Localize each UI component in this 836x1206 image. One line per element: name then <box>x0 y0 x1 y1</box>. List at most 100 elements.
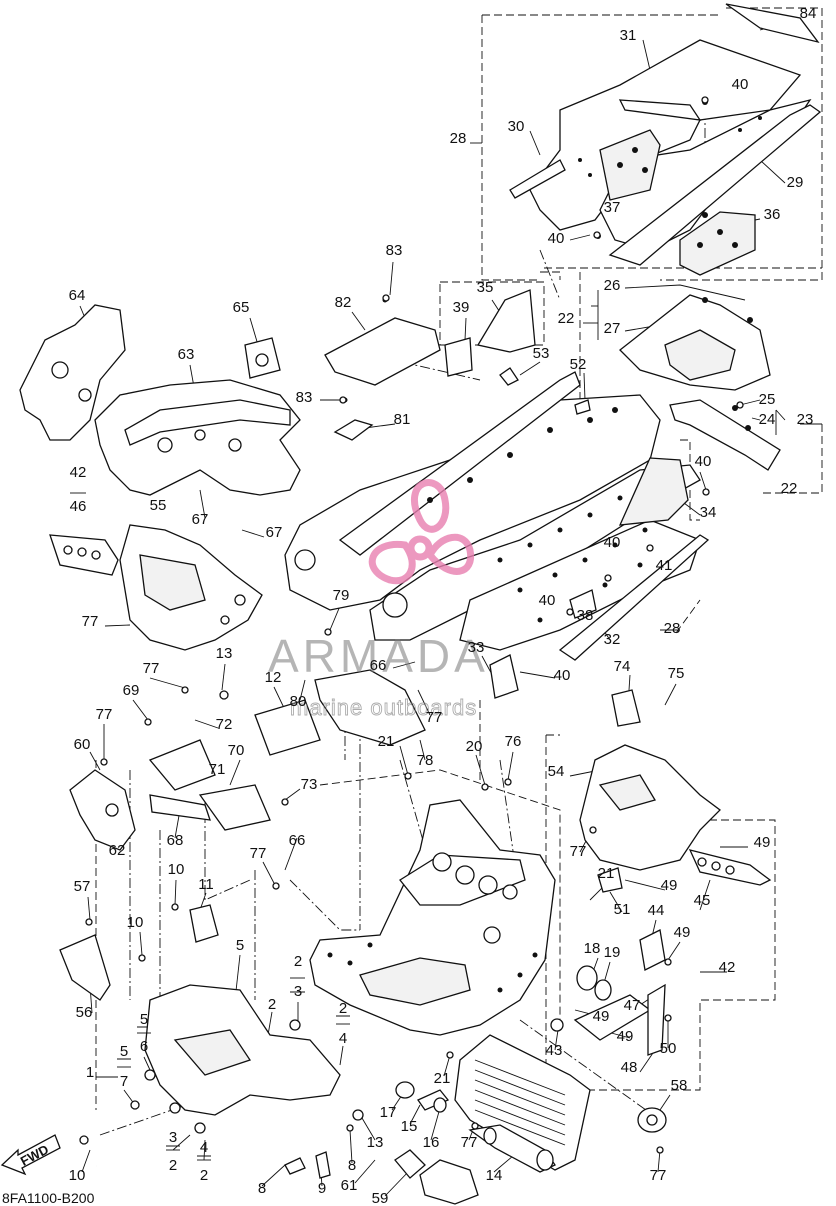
callout-label-31: 31 <box>620 27 637 44</box>
callout-label-40: 40 <box>732 76 749 93</box>
callout-label-67: 67 <box>266 524 283 541</box>
callout-label-77: 77 <box>570 843 587 860</box>
callout-label-49: 49 <box>617 1028 634 1045</box>
callout-label-55: 55 <box>150 497 167 514</box>
callout-label-34: 34 <box>700 504 717 521</box>
callout-label-37: 37 <box>604 199 621 216</box>
callout-label-40: 40 <box>539 592 556 609</box>
callout-label-4: 4 <box>339 1030 347 1047</box>
callout-label-64: 64 <box>69 287 86 304</box>
callout-label-49: 49 <box>754 834 771 851</box>
callout-label-73: 73 <box>301 776 318 793</box>
callout-label-7: 7 <box>120 1073 128 1090</box>
rear-frame-rails <box>509 3 822 276</box>
callout-label-78: 78 <box>417 752 434 769</box>
callout-label-81: 81 <box>394 411 411 428</box>
lower-cooler-parts <box>79 1034 667 1205</box>
callout-label-21: 21 <box>434 1070 451 1087</box>
callout-label-9: 9 <box>318 1180 326 1197</box>
callout-label-26: 26 <box>604 277 621 294</box>
callout-label-59: 59 <box>372 1190 389 1206</box>
callout-label-32: 32 <box>604 631 621 648</box>
watermark-logo-icon <box>368 479 475 585</box>
fwd-label: FWD <box>18 1142 51 1169</box>
callout-label-10: 10 <box>127 914 144 931</box>
callout-label-60: 60 <box>74 736 91 753</box>
callout-label-48: 48 <box>621 1059 638 1076</box>
callout-label-47: 47 <box>624 997 641 1014</box>
callout-label-42: 42 <box>719 959 736 976</box>
bracket-55 <box>49 524 263 651</box>
callout-label-40: 40 <box>695 453 712 470</box>
callout-label-40: 40 <box>604 534 621 551</box>
small-brackets-left <box>69 690 321 851</box>
callout-label-10: 10 <box>168 861 185 878</box>
callout-label-56: 56 <box>76 1004 93 1021</box>
diagram-code: 8FA1100-B200 <box>2 1190 95 1206</box>
callout-label-51: 51 <box>614 901 631 918</box>
callout-label-2: 2 <box>268 996 276 1013</box>
callout-label-74: 74 <box>614 658 631 675</box>
callout-label-29: 29 <box>787 174 804 191</box>
callout-label-39: 39 <box>453 299 470 316</box>
callout-label-42: 42 <box>70 464 87 481</box>
callout-label-25: 25 <box>759 391 776 408</box>
callout-label-46: 46 <box>70 498 87 515</box>
callout-label-13: 13 <box>367 1134 384 1151</box>
callout-label-24: 24 <box>759 411 776 428</box>
cowl-frame-left <box>19 304 301 496</box>
callout-label-3: 3 <box>169 1129 177 1146</box>
callout-label-8: 8 <box>348 1157 356 1174</box>
callout-label-49: 49 <box>674 924 691 941</box>
callout-label-75: 75 <box>668 665 685 682</box>
callout-label-6: 6 <box>140 1038 148 1055</box>
callout-label-76: 76 <box>505 733 522 750</box>
fasteners <box>85 96 744 1154</box>
callout-label-41: 41 <box>656 557 673 574</box>
callout-label-83: 83 <box>296 389 313 406</box>
callout-label-16: 16 <box>423 1134 440 1151</box>
callout-label-77: 77 <box>250 845 267 862</box>
callout-label-36: 36 <box>764 206 781 223</box>
callout-label-63: 63 <box>178 346 195 363</box>
callout-label-14: 14 <box>486 1167 503 1184</box>
callout-label-57: 57 <box>74 878 91 895</box>
callout-label-3: 3 <box>294 983 302 1000</box>
callout-label-38: 38 <box>577 607 594 624</box>
fwd-arrow-icon <box>0 1134 61 1176</box>
callout-label-18: 18 <box>584 940 601 957</box>
callout-label-77: 77 <box>426 709 443 726</box>
callout-label-52: 52 <box>570 356 587 373</box>
fwd-arrow: FWD <box>0 1134 61 1176</box>
callout-label-19: 19 <box>604 944 621 961</box>
callout-label-2: 2 <box>169 1157 177 1174</box>
callout-label-2: 2 <box>339 1000 347 1017</box>
callout-label-61: 61 <box>341 1177 358 1194</box>
callout-label-40: 40 <box>548 230 565 247</box>
callout-label-21: 21 <box>598 865 615 882</box>
plates-upper <box>324 289 536 441</box>
callout-label-1: 1 <box>86 1064 94 1081</box>
callout-label-77: 77 <box>82 613 99 630</box>
callout-label-45: 45 <box>694 892 711 909</box>
watermark-title: ARMADA <box>268 630 489 682</box>
callout-label-5: 5 <box>140 1011 148 1028</box>
callout-label-28: 28 <box>664 620 681 637</box>
callout-label-8: 8 <box>258 1180 266 1197</box>
callout-label-2: 2 <box>200 1167 208 1184</box>
callout-label-43: 43 <box>546 1042 563 1059</box>
callout-label-80: 80 <box>290 693 307 710</box>
callout-label-79: 79 <box>333 587 350 604</box>
callout-label-77: 77 <box>650 1167 667 1184</box>
watermark: ARMADA marine outboards <box>268 479 489 720</box>
callout-label-22: 22 <box>781 480 798 497</box>
callout-label-4: 4 <box>200 1139 208 1156</box>
lower-frame-center <box>309 669 556 1036</box>
fraction-bars <box>70 305 598 1161</box>
callout-label-77: 77 <box>143 660 160 677</box>
callout-label-82: 82 <box>335 294 352 311</box>
callout-label-68: 68 <box>167 832 184 849</box>
